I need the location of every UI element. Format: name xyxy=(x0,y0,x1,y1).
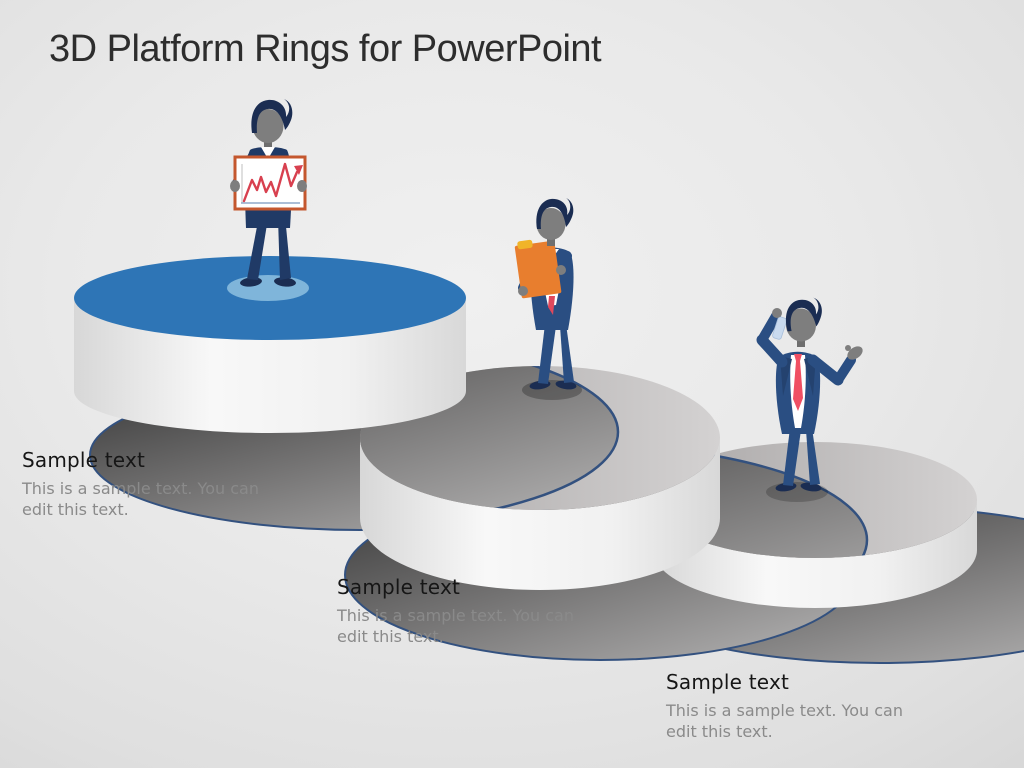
figure-businessman-on-phone xyxy=(756,297,863,502)
caption-1-heading: Sample text xyxy=(22,448,146,472)
chart-board-icon xyxy=(233,155,307,211)
caption-2-heading: Sample text xyxy=(337,575,461,599)
clipboard-icon xyxy=(514,239,562,299)
platform-1 xyxy=(74,256,466,433)
caption-platform-2: Sample text This is a sample text. You c… xyxy=(337,575,597,648)
figure-3-feet-shadow xyxy=(766,482,828,502)
figure-2-tie xyxy=(548,296,555,315)
platform-3-side xyxy=(653,500,977,608)
figure-2-head xyxy=(536,208,566,240)
caption-platform-1: Sample text This is a sample text. You c… xyxy=(22,448,282,521)
platform-2-top-cast-shadow xyxy=(360,366,620,510)
platform-3 xyxy=(653,442,977,608)
platform-1-spotlight xyxy=(227,275,309,301)
phone-icon xyxy=(772,316,788,340)
figure-1-hair xyxy=(251,99,293,133)
figure-businessman-clipboard xyxy=(514,198,582,400)
platform-2-side xyxy=(360,438,720,590)
caption-platform-3: Sample text This is a sample text. You c… xyxy=(666,670,926,743)
caption-1-body: This is a sample text. You can edit this… xyxy=(22,479,259,519)
figure-3-head xyxy=(785,308,817,342)
figure-3-hair xyxy=(785,297,822,332)
platform-3-top-cast-shadow xyxy=(653,442,869,558)
figure-3-tie xyxy=(793,354,803,411)
caption-3-body: This is a sample text. You can edit this… xyxy=(666,701,903,741)
caption-2-body: This is a sample text. You can edit this… xyxy=(337,606,574,646)
figure-3-open-palm xyxy=(847,346,863,360)
figure-2-hair xyxy=(536,198,574,229)
platform-1-side xyxy=(74,298,466,433)
caption-3-heading: Sample text xyxy=(666,670,790,694)
slide-title: 3D Platform Rings for PowerPoint xyxy=(49,28,602,70)
figure-1-head xyxy=(252,109,284,143)
figure-businessman-chart-board xyxy=(230,99,307,287)
